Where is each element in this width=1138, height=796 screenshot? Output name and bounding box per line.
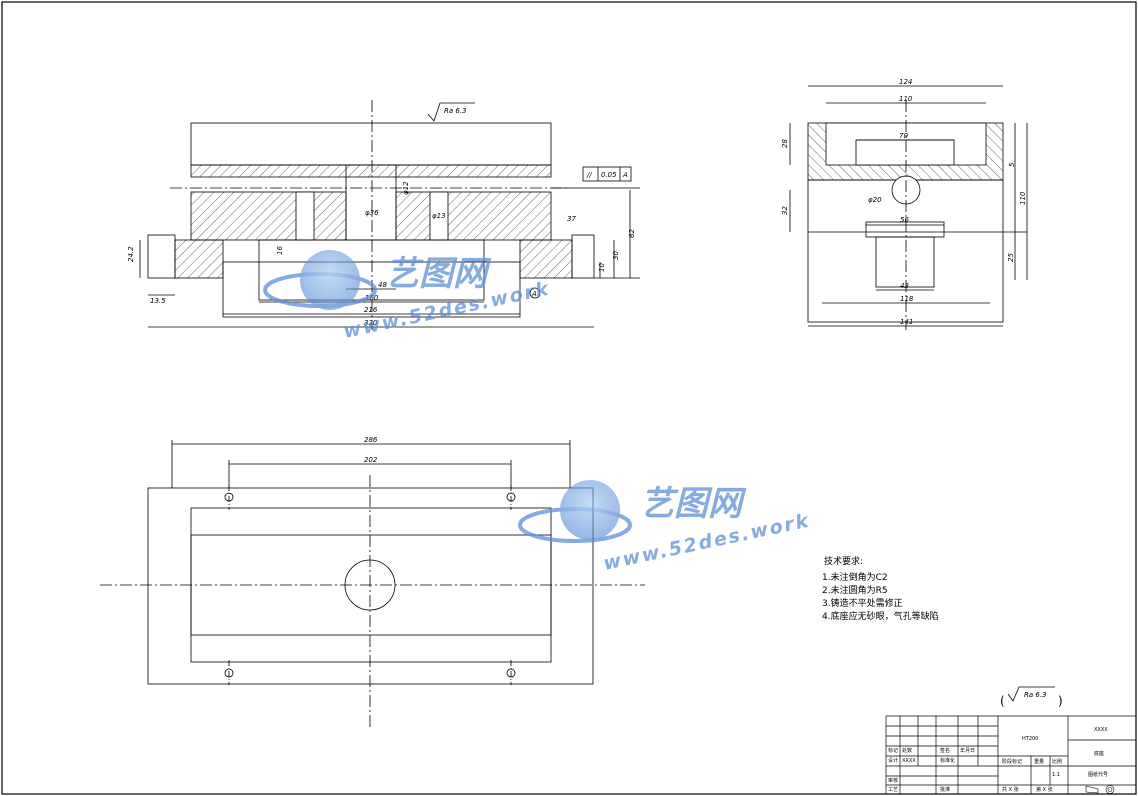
dim-24-2: 24.2 bbox=[127, 246, 135, 262]
tol-datum: A bbox=[622, 171, 628, 179]
dim-286: 286 bbox=[364, 436, 378, 444]
title-block-text: HT200 XXXX 底座 图纸代号 比例 1:1 重量 阶段标记 设计 XXX… bbox=[888, 727, 1108, 793]
dim-141: 141 bbox=[900, 318, 913, 326]
dim-28: 28 bbox=[781, 139, 789, 148]
dim-phi36: φ36 bbox=[365, 209, 379, 217]
front-view bbox=[139, 100, 640, 330]
roughness-label: Ra 6.3 bbox=[444, 107, 467, 115]
tech-title: 技术要求: bbox=[824, 555, 863, 567]
tech-requirements: 技术要求: 1.未注倒角为C2 2.未注圆角为R5 3.铸造不平处需修正 4.底… bbox=[822, 555, 939, 622]
dim-110-side: 110 bbox=[1019, 191, 1027, 205]
dim-13-5: 13.5 bbox=[150, 297, 166, 305]
dim-62: 62 bbox=[628, 229, 636, 238]
dim-32: 32 bbox=[781, 206, 789, 215]
date-label: 年月日 bbox=[960, 747, 975, 754]
approve-label: 批准 bbox=[940, 786, 950, 793]
tech-item-2: 2.未注圆角为R5 bbox=[822, 584, 888, 596]
dim-phi12: φ12 bbox=[402, 181, 410, 195]
design-label: 设计 bbox=[888, 757, 898, 764]
scale-label: 比例 bbox=[1052, 758, 1062, 765]
watermark-brand-2: 艺图网 bbox=[640, 484, 747, 524]
dim-30: 30 bbox=[612, 251, 620, 260]
dim-160: 160 bbox=[365, 294, 379, 302]
count-label: 处数 bbox=[902, 747, 912, 754]
watermark-brand-1: 艺图网 bbox=[385, 254, 492, 294]
sign-label: 签名 bbox=[940, 747, 950, 754]
dim-10: 10 bbox=[598, 263, 606, 272]
sheet-no: 第 X 张 bbox=[1036, 786, 1053, 793]
tol-value: 0.05 bbox=[601, 171, 617, 179]
top-view-text: 286 202 bbox=[364, 436, 378, 464]
scale-value: 1:1 bbox=[1052, 772, 1060, 778]
watermark-logo-2 bbox=[518, 480, 632, 543]
svg-text:): ) bbox=[1058, 694, 1063, 708]
top-view bbox=[100, 440, 645, 730]
mark-label: 标记 bbox=[888, 747, 898, 754]
check-label: 审核 bbox=[888, 777, 898, 784]
front-view-text: Ra 6.3 // 0.05 A 24.2 13.5 160 48 216 32… bbox=[127, 107, 636, 327]
company: XXXX bbox=[1094, 727, 1108, 733]
dim-56: 56 bbox=[900, 216, 909, 224]
material: HT200 bbox=[1022, 736, 1038, 742]
tol-symbol: // bbox=[586, 171, 592, 179]
side-view-text: 124 110 70 28 32 5 110 φ20 56 25 43 118 … bbox=[781, 78, 1027, 326]
part-name: 底座 bbox=[1094, 750, 1104, 757]
dim-70: 70 bbox=[899, 132, 908, 140]
general-roughness-label: Ra 6.3 bbox=[1024, 691, 1047, 699]
datum-a: A bbox=[531, 290, 537, 298]
dim-110: 110 bbox=[899, 95, 913, 103]
general-roughness: ( Ra 6.3 ) bbox=[1000, 686, 1063, 708]
dim-202: 202 bbox=[364, 456, 378, 464]
dim-phi13: φ13 bbox=[432, 212, 446, 220]
dim-25: 25 bbox=[1007, 253, 1015, 262]
dim-48: 48 bbox=[378, 281, 387, 289]
svg-text:(: ( bbox=[1000, 694, 1005, 708]
dim-124: 124 bbox=[899, 78, 912, 86]
dim-320: 320 bbox=[364, 319, 378, 327]
stage-label: 阶段标记 bbox=[1002, 758, 1022, 765]
weight-label: 重量 bbox=[1034, 758, 1044, 765]
dim-16: 16 bbox=[276, 246, 284, 255]
tech-item-1: 1.未注倒角为C2 bbox=[822, 571, 888, 583]
std-label: 标准化 bbox=[940, 757, 955, 764]
dim-37: 37 bbox=[567, 215, 576, 223]
tech-item-3: 3.铸造不平处需修正 bbox=[822, 597, 903, 609]
dim-phi20: φ20 bbox=[868, 196, 882, 204]
title-block bbox=[885, 715, 1137, 795]
drawing-no-label: 图纸代号 bbox=[1088, 771, 1108, 778]
dim-216: 216 bbox=[364, 306, 378, 314]
designer: XXXX bbox=[902, 758, 916, 764]
total-sheets: 共 X 张 bbox=[1002, 786, 1019, 793]
tech-item-4: 4.底座应无砂眼，气孔等缺陷 bbox=[822, 610, 939, 622]
process-label: 工艺 bbox=[888, 787, 898, 793]
dim-43: 43 bbox=[900, 282, 909, 290]
side-view bbox=[789, 85, 1028, 330]
projection-symbol bbox=[1085, 785, 1115, 794]
dim-5: 5 bbox=[1008, 162, 1016, 167]
dim-118: 118 bbox=[900, 295, 914, 303]
watermark-logo-1 bbox=[263, 250, 377, 310]
